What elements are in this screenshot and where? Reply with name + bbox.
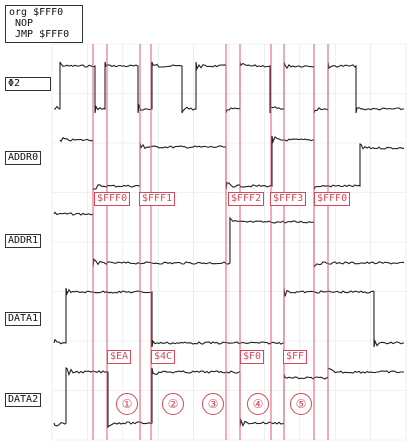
data1-trace <box>53 287 404 348</box>
data-tag: $F0 <box>240 350 265 364</box>
channel-label-data1: DATA1 <box>5 312 42 326</box>
addr1-trace <box>53 211 405 269</box>
cycle-marker: ② <box>162 393 184 415</box>
cycle-marker: ① <box>116 393 138 415</box>
address-tag: $FFF0 <box>314 192 351 206</box>
channel-label-data2: DATA2 <box>5 393 42 407</box>
signal-traces <box>53 61 405 429</box>
address-tag: $FFF2 <box>228 192 265 206</box>
program-line: NOP <box>15 18 34 29</box>
address-tag: $FFF0 <box>94 192 131 206</box>
cycle-marker: ④ <box>247 393 269 415</box>
program-line: org $FFF0 <box>9 7 64 18</box>
cycle-marker: ③ <box>202 393 224 415</box>
addr0-trace <box>59 135 405 192</box>
cycle-marker: ⑤ <box>290 393 312 415</box>
address-tag: $FFF1 <box>139 192 176 206</box>
data-tag: $4C <box>151 350 176 364</box>
program-listing: org $FFF0 NOP JMP $FFF0 <box>5 5 83 43</box>
program-line: JMP $FFF0 <box>15 29 70 40</box>
data-tag: $EA <box>107 350 132 364</box>
address-tag: $FFF3 <box>270 192 307 206</box>
channel-label-addr0: ADDR0 <box>5 151 42 165</box>
cycle-marker-lines <box>92 44 329 440</box>
channel-label-phi2: Φ2 <box>5 77 51 91</box>
data-tag: $FF <box>283 350 308 364</box>
channel-label-addr1: ADDR1 <box>5 234 42 248</box>
data2-trace <box>53 367 404 429</box>
